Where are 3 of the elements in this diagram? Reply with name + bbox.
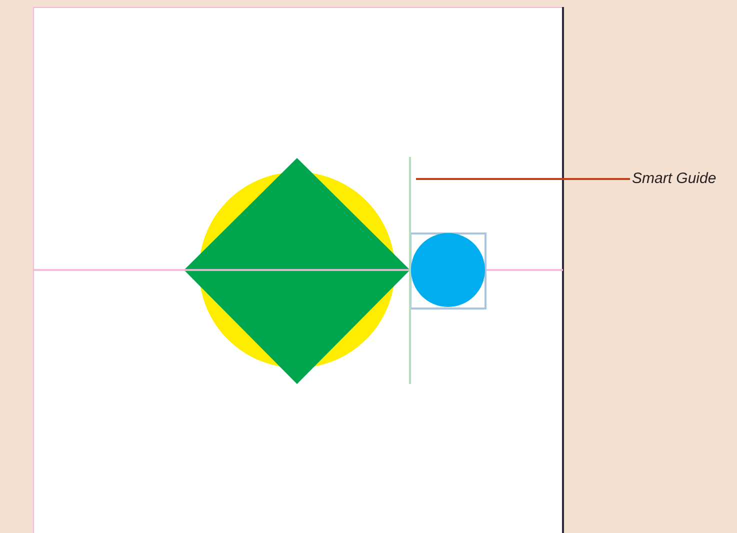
smart-guide-line xyxy=(409,157,411,384)
leader-line xyxy=(416,178,630,180)
callout-label: Smart Guide xyxy=(632,170,716,187)
